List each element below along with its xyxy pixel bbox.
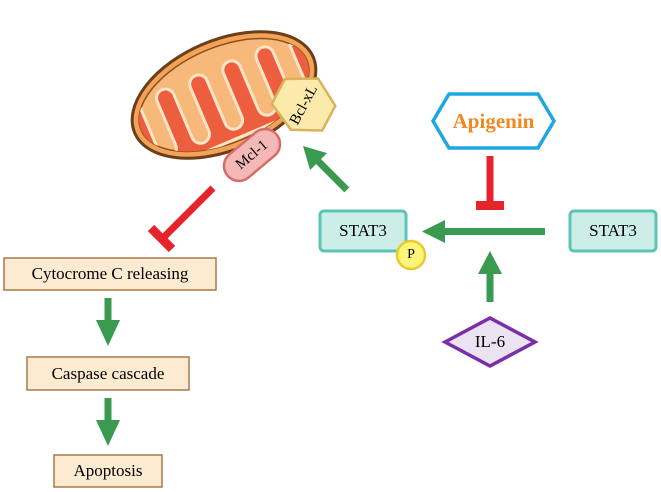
- il6-node: [441, 316, 539, 368]
- activation-arrow-caspase: [96, 298, 120, 346]
- phospho-label: P: [407, 247, 415, 262]
- phospho-marker: [395, 239, 427, 271]
- stat3-left-label: STAT3: [339, 221, 387, 240]
- apigenin-node: [430, 92, 557, 150]
- apoptosis-label: Apoptosis: [73, 461, 143, 480]
- apoptosis-node: [53, 454, 163, 488]
- stat3-left-node: [318, 209, 408, 253]
- mcl1-protein: [222, 127, 282, 183]
- cytochrome-label: Cytocrome C releasing: [31, 264, 189, 283]
- caspase-node: [26, 356, 190, 391]
- caspase-label: Caspase cascade: [51, 363, 165, 383]
- bclxl-protein: [270, 77, 337, 132]
- mitochondrion: [122, 30, 326, 175]
- inhibition-apigenin: [476, 156, 504, 210]
- activation-arrow-il6: [478, 251, 502, 302]
- inhibition-mcl1: [147, 185, 216, 253]
- activation-arrow-mitochondria: [303, 146, 350, 193]
- stat3-right-label: STAT3: [589, 221, 637, 240]
- cytochrome-node: [3, 257, 217, 291]
- activation-arrow-apoptosis: [96, 398, 120, 446]
- apigenin-label: Apigenin: [452, 108, 535, 133]
- activation-arrow-stat3: [422, 220, 545, 243]
- il6-label: IL-6: [474, 332, 506, 351]
- stat3-right-node: [568, 209, 658, 253]
